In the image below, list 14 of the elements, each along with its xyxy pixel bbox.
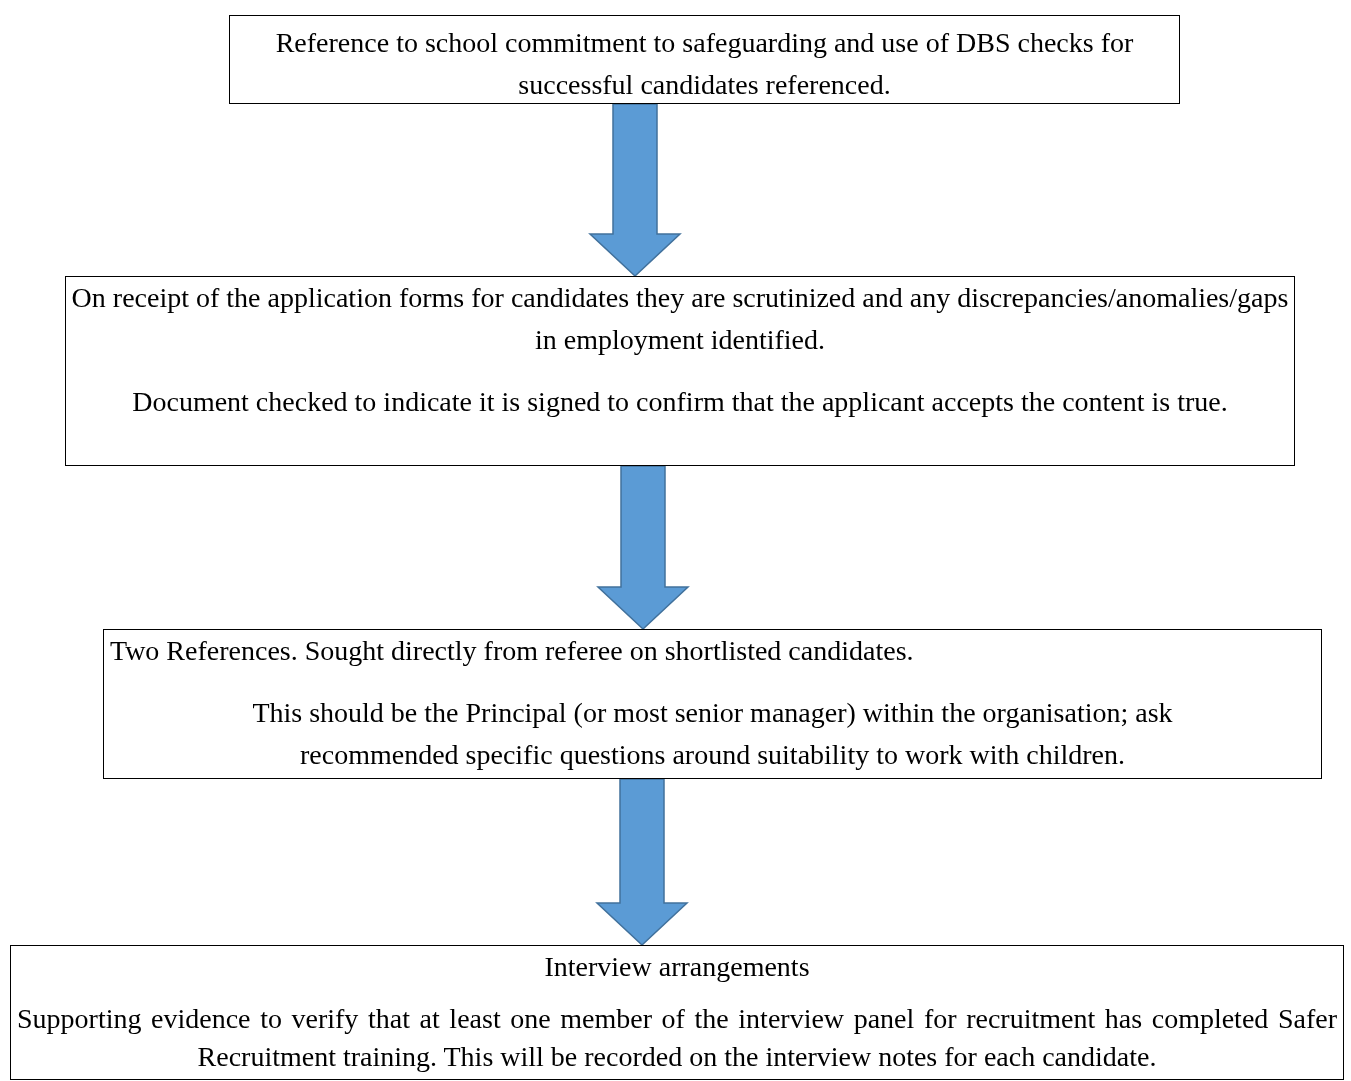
box-text: Document checked to indicate it is signed to confirm that the applicant accepts the content is true. <box>131 385 1229 419</box>
process-box <box>10 945 1344 1080</box>
process-box <box>229 15 1180 104</box>
box-text: Two References. Sought directly from referee on shortlisted candidates. <box>110 634 915 668</box>
box-text: Interview arrangements <box>543 950 811 984</box>
process-box <box>65 276 1295 466</box>
process-box <box>103 629 1322 779</box>
box-text: Reference to school commitment to safeguarding and use of DBS checks for successful candidates referenced. <box>274 26 1135 102</box>
block-arrow <box>595 778 689 947</box>
box-text: This should be the Principal (or most senior manager) within the organisation; ask recommended specific questions around suitability to work with children. <box>251 696 1174 772</box>
block-arrow <box>596 465 690 631</box>
box-text: On receipt of the application forms for candidates they are scrutinized and any discrepancies/anomalies/gaps in employment identified. <box>70 281 1290 357</box>
block-arrow <box>588 103 682 278</box>
box-text: Supporting evidence to verify that at least one member of the interview panel for recruitment has completed Safer Recruitment training. This will be recorded on the interview notes for each candidate. <box>17 1002 1337 1074</box>
